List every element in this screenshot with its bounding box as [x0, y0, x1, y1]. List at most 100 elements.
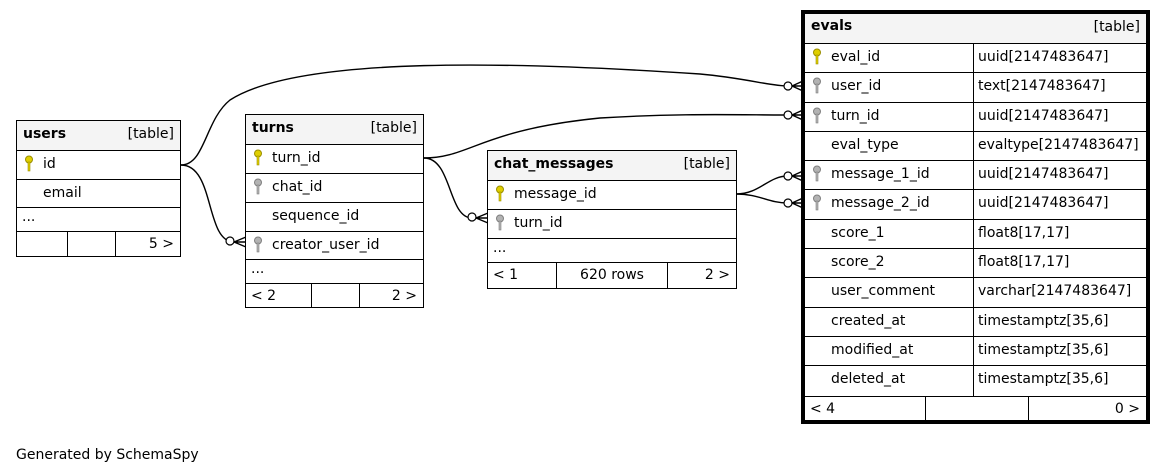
foreign-key-icon [812, 194, 822, 216]
column-type: float8[17,17] [978, 224, 1070, 241]
table-type: [table] [127, 126, 174, 142]
ellipsis-row: ... [17, 208, 180, 232]
column-row[interactable]: turn_id [246, 145, 423, 174]
column-type: uuid[2147483647] [978, 49, 1109, 65]
column-name: deleted_at [831, 371, 906, 388]
column-row[interactable]: eval_id uuid[2147483647] [805, 44, 1146, 74]
foreign-key-icon [812, 77, 822, 99]
column-name: turn_id [272, 150, 321, 166]
primary-key-icon [253, 149, 263, 171]
row-count: 620 rows [580, 267, 644, 283]
table-chat-messages[interactable]: chat_messages [table] message_id turn_id… [487, 150, 737, 289]
ellipsis-row: ... [246, 260, 423, 284]
column-type: varchar[2147483647] [978, 283, 1132, 300]
edge-end-circle [783, 198, 793, 208]
column-row[interactable]: deleted_at timestamptz[35,6] [805, 366, 1146, 396]
foreign-key-icon [253, 178, 263, 200]
column-type: uuid[2147483647] [978, 107, 1109, 124]
column-row[interactable]: turn_id [488, 210, 736, 239]
table-header: users [table] [17, 121, 180, 151]
nav-children[interactable]: 2 > [704, 267, 730, 283]
table-nav-row: < 1 620 rows 2 > [488, 263, 736, 288]
ellipsis: ... [493, 240, 507, 256]
nav-parents[interactable]: < 2 [251, 288, 277, 304]
edge-users-turns [180, 164, 235, 243]
edge-users-evals [180, 64, 789, 166]
ellipsis: ... [251, 261, 265, 277]
nav-children[interactable]: 2 > [391, 288, 417, 304]
nav-parents[interactable]: < 1 [493, 267, 519, 283]
column-name: turn_id [514, 215, 563, 231]
column-row[interactable]: sequence_id [246, 203, 423, 232]
primary-key-icon [24, 155, 34, 177]
column-row[interactable]: message_id [488, 181, 736, 210]
table-name: users [23, 126, 67, 142]
column-name: message_1_id [831, 166, 930, 183]
edge-turns-chat [423, 157, 473, 219]
foreign-key-icon [495, 214, 505, 236]
column-name: eval_id [831, 49, 881, 65]
column-name: user_id [831, 78, 882, 95]
edge-end-circle [225, 236, 235, 246]
column-row[interactable]: user_id text[2147483647] [805, 73, 1146, 103]
nav-children[interactable]: 0 > [1114, 400, 1140, 417]
table-turns[interactable]: turns [table] turn_id chat_id sequence_i… [245, 114, 424, 308]
table-name: turns [252, 120, 294, 136]
column-row[interactable]: message_1_id uuid[2147483647] [805, 161, 1146, 191]
nav-parents[interactable]: < 4 [810, 400, 836, 417]
table-users[interactable]: users [table] id email ... 5 > [16, 120, 181, 257]
column-type: timestamptz[35,6] [978, 371, 1109, 388]
column-name: modified_at [831, 341, 914, 358]
column-type: evaltype[2147483647] [978, 136, 1139, 153]
column-type: float8[17,17] [978, 254, 1070, 271]
generated-by-footer: Generated by SchemaSpy [16, 447, 199, 463]
column-name: id [43, 156, 56, 172]
table-type: [table] [1093, 19, 1140, 35]
table-nav-row: < 2 2 > [246, 284, 423, 307]
foreign-key-icon [253, 236, 263, 258]
column-type: timestamptz[35,6] [978, 341, 1109, 358]
column-row[interactable]: message_2_id uuid[2147483647] [805, 190, 1146, 220]
column-row[interactable]: creator_user_id [246, 232, 423, 260]
column-name: creator_user_id [272, 237, 380, 253]
column-type: timestamptz[35,6] [978, 312, 1109, 329]
column-type: text[2147483647] [978, 78, 1106, 95]
column-name: created_at [831, 312, 906, 329]
column-type: uuid[2147483647] [978, 195, 1109, 212]
column-name: turn_id [831, 107, 880, 124]
edge-chat-evals-1 [735, 175, 789, 195]
column-name: message_id [514, 186, 597, 202]
column-type: uuid[2147483647] [978, 166, 1109, 183]
crows-foot [475, 212, 489, 224]
table-type: [table] [370, 120, 417, 136]
crows-foot [233, 236, 247, 248]
nav-children[interactable]: 5 > [148, 236, 174, 252]
edge-turns-evals [423, 113, 789, 159]
column-row[interactable]: eval_type evaltype[2147483647] [805, 131, 1146, 162]
column-name: message_2_id [831, 195, 930, 212]
edge-end-circle [783, 110, 793, 120]
table-type: [table] [683, 156, 730, 172]
column-name: email [43, 185, 82, 201]
table-header: evals [table] [805, 14, 1146, 44]
column-row[interactable]: modified_at timestamptz[35,6] [805, 336, 1146, 367]
column-name: eval_type [831, 136, 899, 153]
foreign-key-icon [812, 107, 822, 129]
column-row[interactable]: id [17, 151, 180, 180]
column-row[interactable]: created_at timestamptz[35,6] [805, 307, 1146, 337]
table-evals[interactable]: evals [table] eval_id uuid[2147483647] use… [801, 10, 1150, 424]
edge-chat-evals-2 [735, 193, 789, 204]
table-header: turns [table] [246, 115, 423, 145]
column-name: sequence_id [272, 208, 360, 224]
primary-key-icon [495, 185, 505, 207]
edge-end-circle [467, 212, 477, 222]
ellipsis: ... [22, 209, 36, 225]
column-row[interactable]: turn_id uuid[2147483647] [805, 102, 1146, 132]
column-row[interactable]: chat_id [246, 174, 423, 203]
edge-end-circle [783, 171, 793, 181]
column-row[interactable]: email [17, 180, 180, 208]
